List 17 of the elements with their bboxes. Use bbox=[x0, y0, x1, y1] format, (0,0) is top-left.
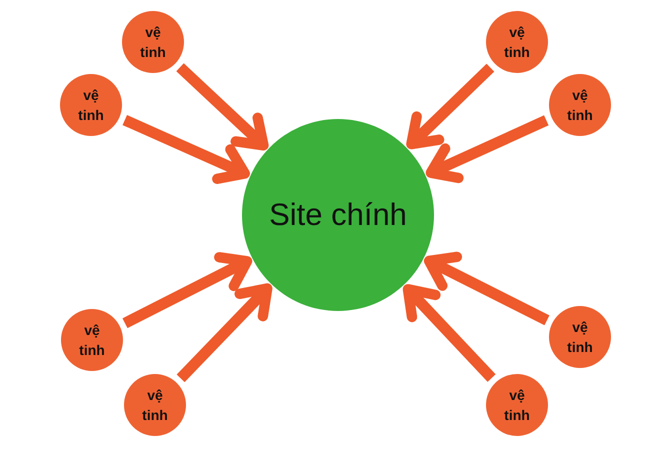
arrow bbox=[176, 63, 269, 150]
satellite-label: vệ tinh bbox=[77, 86, 105, 125]
satellite-label: vệ tinh bbox=[139, 23, 167, 62]
satellite-label: vệ tinh bbox=[78, 321, 106, 360]
arrow bbox=[426, 115, 549, 184]
arrow bbox=[424, 252, 550, 326]
satellite-label: vệ tinh bbox=[566, 86, 594, 125]
arrow bbox=[406, 64, 494, 150]
arrow bbox=[122, 252, 252, 328]
satellite-label: vệ tinh bbox=[141, 386, 169, 425]
satellite-label: vệ tinh bbox=[566, 318, 594, 357]
arrow bbox=[176, 283, 272, 382]
satellite-label: vệ tinh bbox=[503, 386, 531, 425]
arrow bbox=[402, 284, 496, 382]
main-site-label: Site chính bbox=[268, 196, 408, 234]
satellite-label: vệ tinh bbox=[503, 23, 531, 62]
arrow bbox=[122, 115, 250, 184]
